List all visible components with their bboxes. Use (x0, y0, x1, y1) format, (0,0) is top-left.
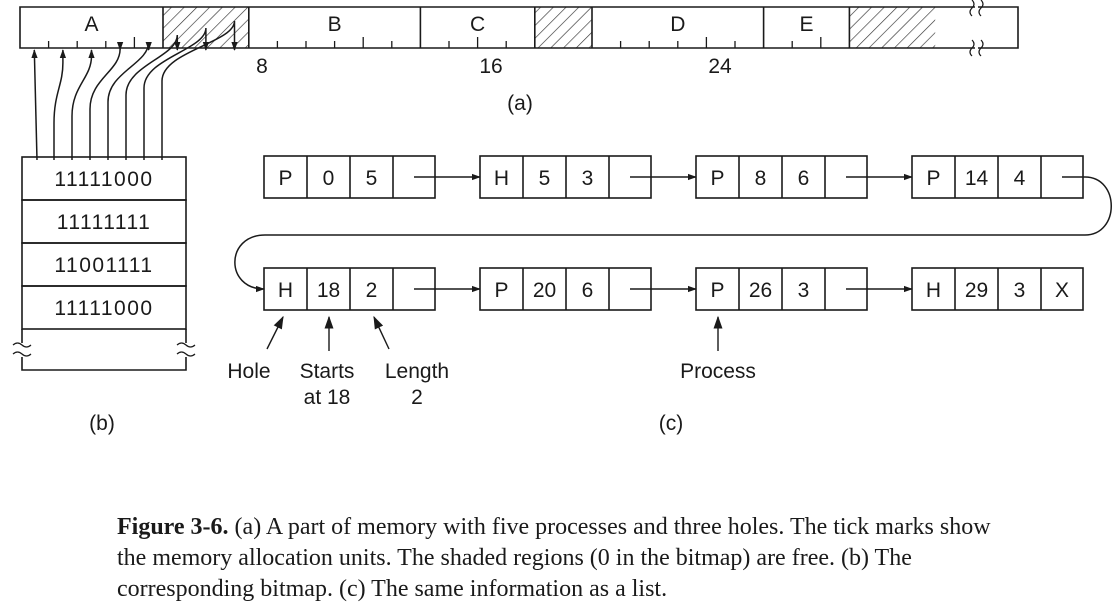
annotation-length: Length (385, 360, 449, 383)
bitmap-row-bits-1: 11111111 (57, 211, 152, 234)
list-node-start: 14 (965, 167, 989, 190)
caption-text: (a) A part of memory with five processes… (117, 514, 991, 602)
figure-caption: Figure 3-6. (a) A part of memory with fi… (117, 512, 1017, 605)
list-node-5: P 20 6 (479, 267, 697, 311)
bitmap-arrow-0 (31, 49, 38, 161)
bitmap-arrow-7 (161, 20, 238, 160)
part-label-c: (c) (659, 412, 684, 435)
list-node-start: 8 (755, 167, 767, 190)
break-mark-top (969, 0, 975, 17)
bitmap-row-bits-2: 11001111 (54, 254, 153, 277)
list-node-type: P (710, 167, 724, 190)
list-node-start: 5 (539, 167, 551, 190)
memory-outline (19, 6, 975, 49)
list-node-4: H 18 2 (263, 267, 481, 311)
annotation-hole: Hole (227, 360, 270, 383)
bitmap-arrow-1 (53, 49, 67, 160)
bitmap-row-bits-0: 11111000 (54, 168, 153, 191)
hole-pointer (266, 315, 284, 350)
caption-label: Figure 3-6. (117, 514, 229, 540)
break-mark-bottom (969, 39, 975, 57)
annotation-process: Process (680, 360, 756, 383)
list-node-length: 3 (1014, 279, 1026, 302)
list-node-type: P (278, 167, 292, 190)
annotation-starts: Starts (300, 360, 355, 383)
list-node-start: 0 (323, 167, 335, 190)
annotation-starts-value: at 18 (304, 386, 351, 409)
list-node-start: 29 (965, 279, 988, 302)
list-wrap-pointer (234, 176, 1112, 293)
list-annotations: Hole Starts at 18 Length 2 Process (227, 315, 756, 409)
list-node-length: 3 (798, 279, 810, 302)
bitmap-continuation (21, 329, 187, 371)
bitmap-arrow-4 (107, 41, 152, 160)
list-node-length: 6 (798, 167, 810, 190)
bitmap-row-3 (21, 285, 187, 330)
length-pointer (373, 315, 390, 350)
list-node-1: H 5 3 (479, 155, 697, 199)
list-node-type: H (494, 167, 509, 190)
list-node-type: H (926, 279, 941, 302)
memory-process-label-c: C (470, 13, 485, 36)
memory-process-label-b: B (328, 13, 342, 36)
bitmap-arrow-3 (89, 41, 124, 160)
axis-label-24: 24 (708, 55, 732, 78)
list-node-6: P 26 3 (695, 267, 913, 311)
bitmap-to-memory-arrows (31, 20, 238, 161)
list-node-start: 20 (533, 279, 556, 302)
memory-hole-7 (849, 7, 936, 48)
break-mark-top-2 (978, 0, 984, 17)
memory-hole-4 (534, 7, 592, 48)
list-node-start: 18 (317, 279, 340, 302)
list-node-start: 26 (749, 279, 772, 302)
bitmap-break-mark (12, 351, 32, 357)
list-node-length: 2 (366, 279, 378, 302)
list-node-length: 6 (582, 279, 594, 302)
memory-process-label-d: D (670, 13, 685, 36)
list-node-length: 3 (582, 167, 594, 190)
bitmap-break-mark (176, 342, 196, 348)
bitmap-break-mark (176, 351, 196, 357)
list-node-length: 4 (1014, 167, 1026, 190)
break-mark-bottom-2 (978, 39, 984, 57)
bitmap-row-bits-3: 11111000 (54, 297, 153, 320)
memory-process-label-e: E (799, 13, 813, 36)
memory-axis: 8 16 24 (256, 55, 732, 78)
memory-strip: A B C D E (19, 0, 1019, 57)
list-node-length: 5 (366, 167, 378, 190)
list-node-3: P 14 4 (911, 155, 1084, 199)
list-node-type: P (710, 279, 724, 302)
list-node-type: H (278, 279, 293, 302)
axis-label-16: 16 (479, 55, 502, 78)
list-node-7: H 29 3 X (911, 267, 1084, 311)
list-end-marker: X (1055, 279, 1069, 302)
bitmap-arrow-6 (143, 27, 210, 160)
memory-outline-end (978, 6, 1019, 49)
axis-label-8: 8 (256, 55, 268, 78)
list-node-type: P (926, 167, 940, 190)
part-label-a: (a) (507, 92, 533, 115)
bitmap-break-mark (12, 342, 32, 348)
list-node-type: P (494, 279, 508, 302)
memory-process-label-a: A (84, 13, 98, 36)
list-node-0: P 0 5 (263, 155, 481, 199)
part-label-b: (b) (89, 412, 115, 435)
bitmap-arrow-5 (125, 34, 181, 160)
list-node-2: P 8 6 (695, 155, 913, 199)
bitmap-table: 11111000 11111111 11001111 11111000 (12, 156, 196, 371)
bitmap-arrow-2 (71, 49, 95, 160)
annotation-length-value: 2 (411, 386, 423, 409)
